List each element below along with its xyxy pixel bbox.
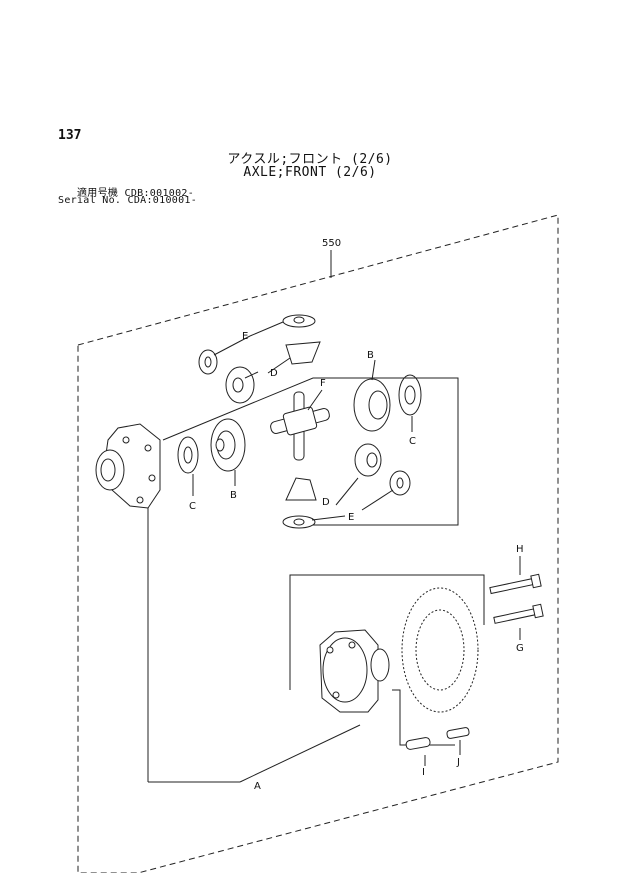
callout-g: G [516, 643, 524, 654]
side-gear-right [353, 378, 391, 432]
pin-j [446, 727, 470, 739]
callout-b-right: B [367, 350, 374, 361]
callout-f: F [320, 378, 326, 389]
callout-c-right: C [409, 436, 416, 447]
serial-number-line: Serial No. CDA:010001- [58, 195, 198, 206]
callout-d-bottom: D [322, 497, 330, 508]
callout-h: H [516, 544, 524, 555]
bolt-h [489, 573, 542, 595]
callout-c-left: C [189, 501, 196, 512]
ring-gear [401, 587, 479, 713]
spider-cross [270, 391, 330, 461]
bolt-g [493, 603, 544, 624]
pinion-washer-bottom [282, 515, 316, 529]
pinion-washer-top [282, 314, 316, 328]
callout-j: J [456, 757, 460, 768]
assembly-boundary [77, 214, 559, 873]
serial-applicable-line: 適用号機 CDB:001002- [77, 188, 195, 199]
callout-d-top: D [270, 368, 278, 379]
pinion-washer-right [389, 470, 411, 496]
side-gear-left [210, 418, 246, 472]
case-group-bracket [289, 574, 485, 690]
pin-i [405, 737, 431, 750]
differential-case-right [319, 629, 390, 713]
differential-case-left [95, 423, 161, 509]
pin-group-bracket [392, 689, 455, 746]
pinion-gear-lower-right [354, 443, 382, 477]
title-english: AXLE;FRONT (2/6) [243, 165, 377, 180]
pinion-gear-upper-left [225, 366, 255, 404]
title-japanese: アクスル;フロント (2/6) [227, 152, 393, 167]
pinion-gear-top [285, 341, 321, 365]
callout-b-left: B [230, 490, 237, 501]
callout-a: A [254, 781, 261, 792]
page-number: 137 [58, 128, 82, 143]
thrust-washer-left [177, 436, 199, 474]
pinion-washer-left [198, 349, 218, 375]
pinion-gear-bottom [285, 477, 317, 501]
thrust-washer-right [398, 374, 422, 416]
callout-e-top: E [242, 331, 248, 342]
callout-550: 550 [322, 238, 341, 249]
callout-e-bottom: E [348, 512, 354, 523]
callout-i: I [422, 767, 425, 778]
spider-group-bracket [162, 377, 459, 526]
